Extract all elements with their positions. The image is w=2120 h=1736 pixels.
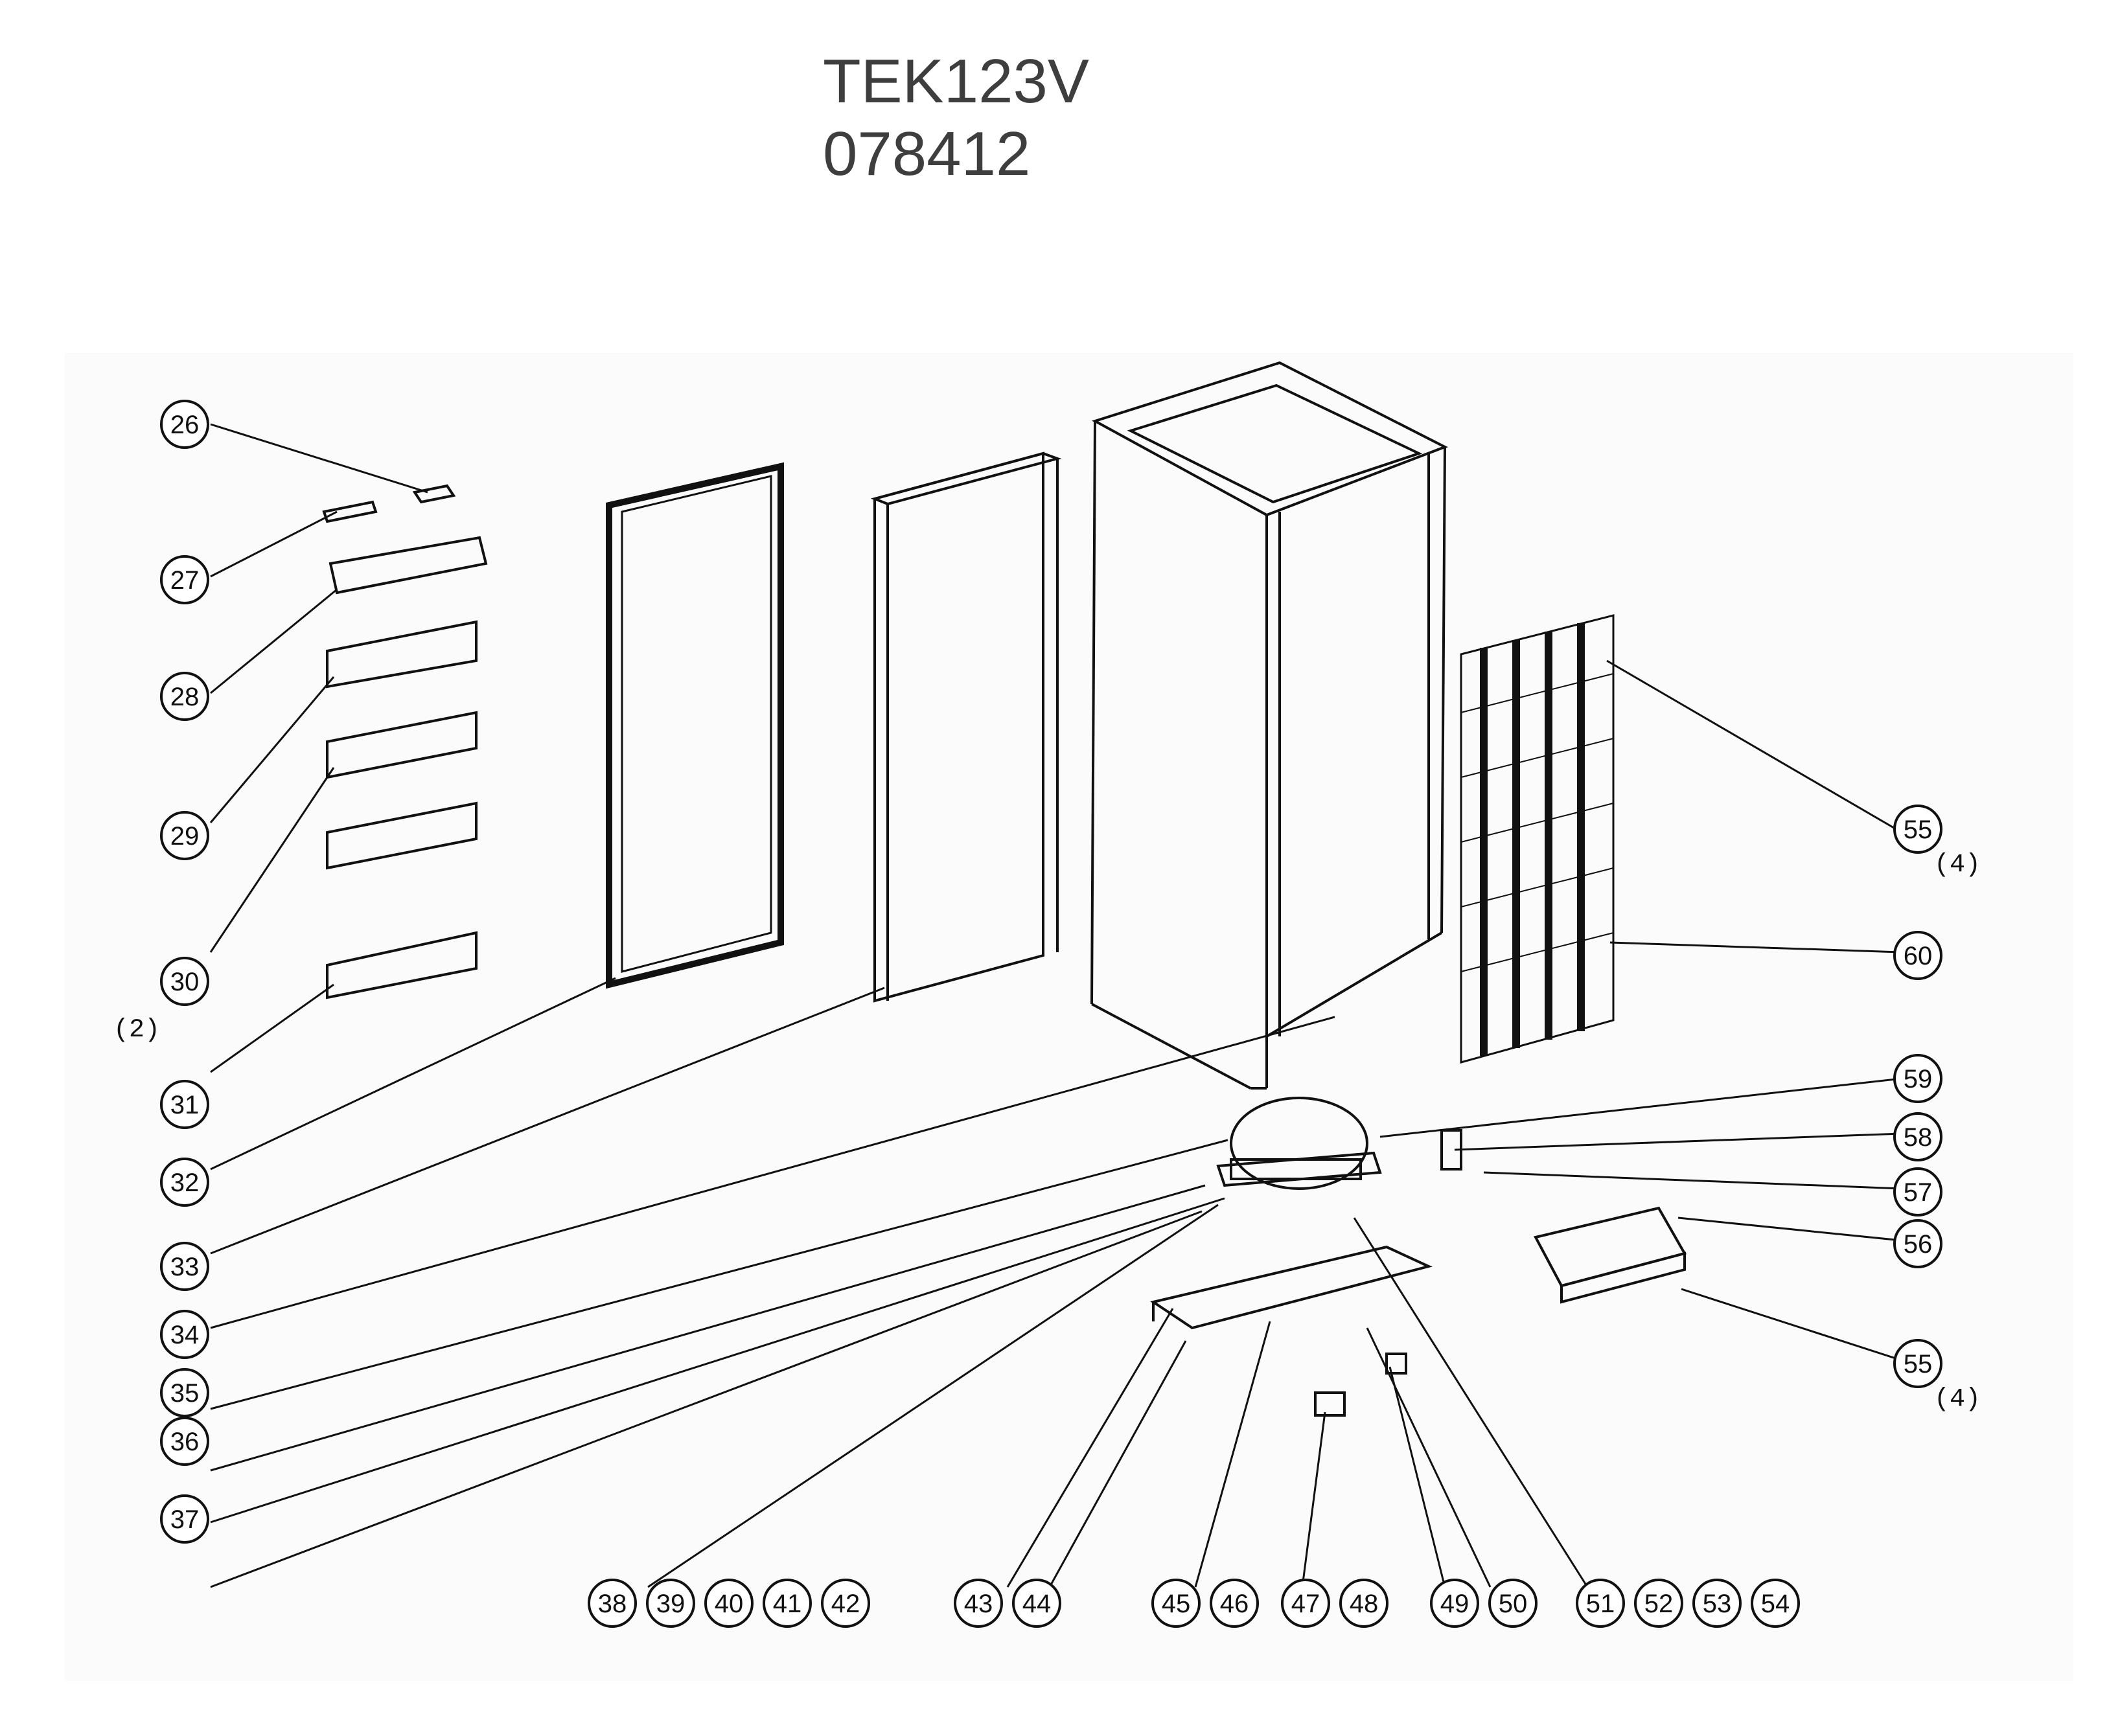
callout-35-bubble <box>160 1368 209 1417</box>
callout-52-bubble <box>1634 1579 1683 1628</box>
callout-55b: 55 <box>1904 1350 1933 1378</box>
door-panel <box>870 451 1062 1003</box>
callout-40-bubble <box>704 1579 754 1628</box>
callout-47: 47 <box>1291 1590 1320 1618</box>
callout-numbers: 26 27 28 29 30 31 32 33 34 35 36 37 38 3… <box>170 411 1933 1618</box>
callout-54-bubble <box>1751 1579 1800 1628</box>
callout-30-bubble <box>160 957 209 1006</box>
callout-33-bubble <box>160 1242 209 1291</box>
callout-42-bubble <box>821 1579 870 1628</box>
callout-57-bubble <box>1893 1167 1942 1216</box>
callout-41-bubble <box>763 1579 812 1628</box>
callout-45: 45 <box>1162 1590 1191 1618</box>
callout-31: 31 <box>170 1091 200 1119</box>
callout-59: 59 <box>1904 1065 1933 1093</box>
part-code: 078412 <box>823 119 1031 188</box>
callout-60: 60 <box>1904 942 1933 970</box>
callout-34: 34 <box>170 1321 200 1349</box>
callout-49: 49 <box>1440 1590 1469 1618</box>
callout-bubbles <box>160 400 1942 1628</box>
callout-37-bubble <box>160 1494 209 1544</box>
callout-33: 33 <box>170 1253 200 1281</box>
callout-40: 40 <box>715 1590 744 1618</box>
parts-drawing <box>322 361 1687 1417</box>
callout-44: 44 <box>1022 1590 1052 1618</box>
callout-51: 51 <box>1586 1590 1615 1618</box>
callout-52: 52 <box>1644 1590 1674 1618</box>
callout-39: 39 <box>656 1590 686 1618</box>
callout-49-bubble <box>1430 1579 1479 1628</box>
callout-54: 54 <box>1761 1590 1790 1618</box>
callout-31-bubble <box>160 1080 209 1129</box>
callout-56-bubble <box>1893 1219 1942 1268</box>
callout-55a: 55 <box>1904 816 1933 844</box>
callout-51-bubble <box>1576 1579 1625 1628</box>
start-relay <box>1314 1391 1346 1417</box>
callout-38: 38 <box>598 1590 627 1618</box>
model-number: TEK123V <box>823 47 1089 116</box>
callout-42: 42 <box>831 1590 860 1618</box>
callout-57: 57 <box>1904 1178 1933 1207</box>
callout-41: 41 <box>773 1590 802 1618</box>
callout-50-bubble <box>1488 1579 1538 1628</box>
door-shelves <box>322 484 488 999</box>
callout-35: 35 <box>170 1379 200 1408</box>
quantity-note-55a: (4) <box>1934 851 1981 880</box>
compressor <box>1216 1097 1382 1190</box>
condenser <box>1460 614 1615 1064</box>
callout-47-bubble <box>1281 1579 1330 1628</box>
callout-30: 30 <box>170 968 200 996</box>
callout-53: 53 <box>1703 1590 1732 1618</box>
callout-32: 32 <box>170 1169 200 1197</box>
callout-26-bubble <box>160 400 209 449</box>
callout-46: 46 <box>1220 1590 1249 1618</box>
callout-38-bubble <box>588 1579 637 1628</box>
callout-44-bubble <box>1012 1579 1061 1628</box>
cabinet <box>1090 361 1448 1090</box>
callout-48-bubble <box>1339 1579 1388 1628</box>
drip-tray <box>1534 1206 1687 1304</box>
callout-48: 48 <box>1350 1590 1379 1618</box>
base-plate <box>1150 1245 1433 1330</box>
callout-50: 50 <box>1499 1590 1528 1618</box>
callout-58: 58 <box>1904 1123 1933 1152</box>
callout-29-bubble <box>160 811 209 860</box>
callout-59-bubble <box>1893 1054 1942 1103</box>
callout-27-bubble <box>160 555 209 604</box>
diagram-header: TEK123V 078412 <box>823 45 1089 190</box>
callout-28-bubble <box>160 672 209 721</box>
callout-53-bubble <box>1692 1579 1742 1628</box>
callout-26: 26 <box>170 411 200 439</box>
callout-32-bubble <box>160 1158 209 1207</box>
callout-60-bubble <box>1893 931 1942 980</box>
callout-43-bubble <box>954 1579 1003 1628</box>
callout-34-bubble <box>160 1310 209 1359</box>
quantity-note-55b: (4) <box>1934 1385 1981 1414</box>
electrical-box <box>1385 1353 1407 1375</box>
callout-28: 28 <box>170 683 200 711</box>
callout-58-bubble <box>1893 1112 1942 1161</box>
door-gasket <box>606 462 784 989</box>
callout-55a-bubble <box>1893 805 1942 854</box>
leader-lines <box>209 423 1902 1588</box>
diagram-panel <box>65 353 2073 1681</box>
callout-45-bubble <box>1151 1579 1201 1628</box>
callout-46-bubble <box>1210 1579 1259 1628</box>
callout-37: 37 <box>170 1505 200 1534</box>
callout-36: 36 <box>170 1428 200 1456</box>
callout-27: 27 <box>170 566 200 595</box>
callout-39-bubble <box>646 1579 695 1628</box>
callout-36-bubble <box>160 1417 209 1466</box>
callout-29: 29 <box>170 822 200 851</box>
callout-55b-bubble <box>1893 1339 1942 1388</box>
callout-43: 43 <box>964 1590 993 1618</box>
callout-56: 56 <box>1904 1230 1933 1259</box>
quantity-note-30: (2) <box>113 1016 160 1045</box>
